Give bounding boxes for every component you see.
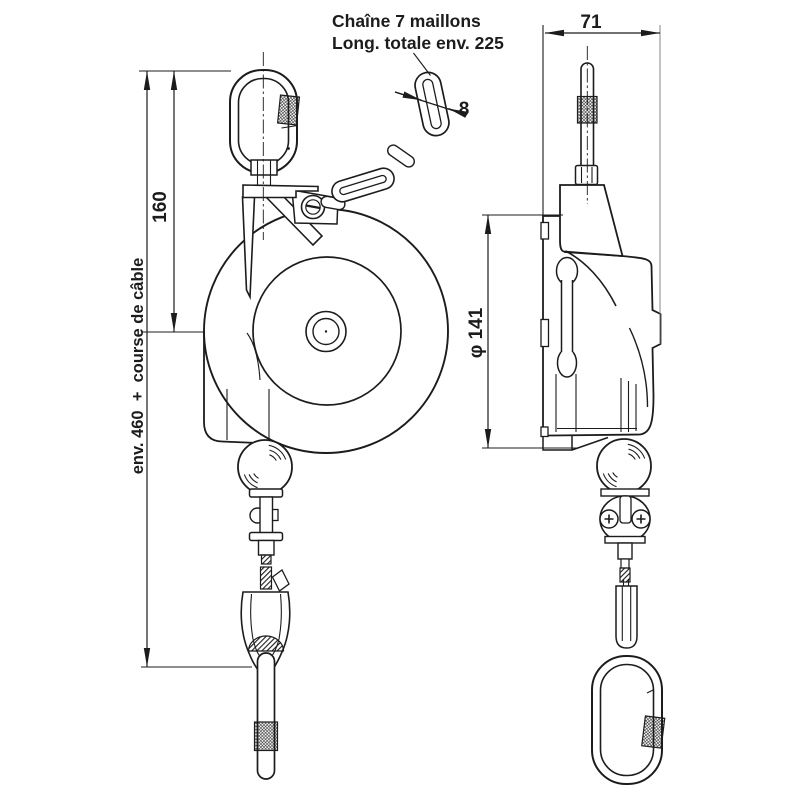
side-creases bbox=[620, 378, 637, 432]
cable-thread bbox=[259, 566, 273, 590]
bracket-clevis bbox=[250, 159, 278, 176]
clamp-stem bbox=[617, 542, 633, 560]
housing-creases bbox=[226, 389, 270, 442]
dimension-141: φ 141 bbox=[466, 214, 578, 449]
dimension-160: 160 bbox=[150, 71, 178, 332]
dimensions: env. 460 + course de câble 160 71 φ 141 … bbox=[129, 11, 661, 668]
leader-line bbox=[413, 52, 431, 76]
gate-mark bbox=[646, 689, 655, 694]
bracket-top-plate bbox=[242, 184, 319, 199]
dimension-460: env. 460 + course de câble bbox=[129, 71, 151, 667]
clevis-cheeks bbox=[256, 160, 272, 185]
suspension-bracket-side bbox=[559, 184, 624, 257]
chain-note-line1: Chaîne 7 maillons bbox=[332, 11, 481, 31]
carabiner-edge-bar bbox=[256, 652, 276, 780]
dimension-71-label: 71 bbox=[580, 12, 602, 33]
screw-slot bbox=[305, 204, 321, 210]
cable-thread bbox=[619, 567, 631, 583]
top-carabiner-front bbox=[229, 52, 301, 240]
bracket-clevis bbox=[574, 164, 599, 186]
cable-clamp-front bbox=[248, 488, 284, 565]
dimension-8: 8 bbox=[394, 91, 470, 120]
ext-lines bbox=[482, 214, 578, 449]
cable-channel-lines bbox=[555, 374, 577, 432]
side-sweep-right bbox=[628, 327, 649, 408]
housing-tail bbox=[203, 331, 282, 445]
chain-note: Chaîne 7 maillons Long. totale env. 225 bbox=[332, 11, 504, 76]
keyhole-slot bbox=[555, 256, 579, 378]
bottom-carabiner-side bbox=[591, 655, 666, 785]
socket-edge-bar bbox=[615, 585, 638, 649]
cable-clamp-side bbox=[599, 488, 651, 588]
sleeve-edge bbox=[281, 124, 298, 129]
clamp-stem bbox=[257, 539, 275, 556]
front-view bbox=[203, 52, 450, 780]
dimension-8-label: 8 bbox=[459, 99, 470, 120]
dimension-141-label: φ 141 bbox=[466, 307, 487, 358]
chain-stub bbox=[387, 144, 415, 168]
socket-inner-lines bbox=[621, 586, 632, 641]
edge-clip bbox=[540, 318, 550, 348]
edge-clip bbox=[540, 221, 550, 240]
gate-pin bbox=[287, 147, 290, 150]
locking-sleeve-knurl bbox=[641, 715, 666, 749]
top-carabiner-side bbox=[574, 46, 599, 204]
locking-sleeve-knurl bbox=[253, 721, 279, 752]
hub-center-dot bbox=[324, 330, 328, 333]
ball-stop-side bbox=[596, 438, 652, 494]
clamp-bottom-plate bbox=[604, 535, 646, 544]
chain-note-line2: Long. totale env. 225 bbox=[332, 33, 504, 53]
side-view bbox=[540, 46, 666, 785]
wedge-socket-side bbox=[615, 585, 638, 649]
edge-clip bbox=[540, 426, 549, 438]
cable-tag bbox=[271, 569, 290, 592]
dimension-460-label: env. 460 + course de câble bbox=[129, 258, 147, 475]
clamp-bottom-flange bbox=[248, 531, 284, 542]
clamp-web bbox=[259, 496, 274, 535]
housing-side bbox=[540, 184, 662, 451]
locking-sleeve-knurl bbox=[276, 94, 301, 126]
clamp-slot bbox=[619, 495, 632, 524]
housing-front bbox=[203, 208, 449, 454]
clamp-step bbox=[620, 558, 630, 569]
cable-end-front bbox=[259, 566, 290, 592]
dimension-71: 71 bbox=[542, 12, 661, 344]
socket-inner-walls bbox=[250, 593, 282, 640]
cable-thimble bbox=[247, 635, 285, 652]
side-sweep-left bbox=[565, 250, 617, 307]
chain bbox=[320, 71, 450, 211]
chain-link-lower bbox=[331, 167, 395, 203]
clevis-cheeks bbox=[580, 167, 593, 183]
dimension-160-label: 160 bbox=[150, 191, 171, 223]
ball-stop-front bbox=[237, 439, 293, 495]
suspension-bracket-front bbox=[241, 184, 339, 301]
clamp-top-plate bbox=[600, 488, 650, 497]
bottom-carabiner-front bbox=[253, 652, 279, 780]
clamp-top-flange bbox=[248, 488, 284, 498]
clamp-thread-tip bbox=[260, 554, 272, 565]
